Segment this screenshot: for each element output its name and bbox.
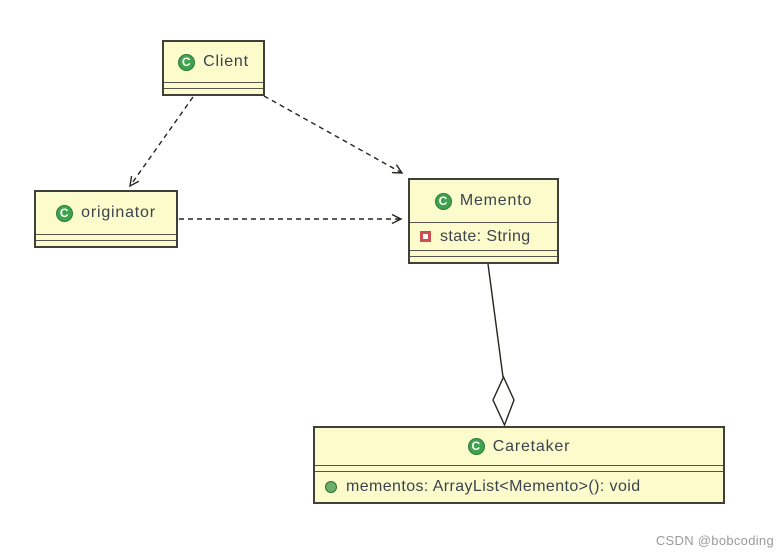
empty-methods-compartment <box>164 88 263 94</box>
empty-methods-compartment <box>36 240 176 246</box>
method-row-mementos: mementos: ArrayList<Memento>(): void <box>315 471 723 502</box>
class-title-client: C Client <box>164 42 263 82</box>
aggregation-diamond-icon <box>492 375 515 427</box>
class-box-client: C Client <box>162 40 265 96</box>
empty-fields-compartment <box>36 234 176 240</box>
field-red-square-icon <box>420 231 431 242</box>
method-label: mementos: ArrayList<Memento>(): void <box>346 478 641 495</box>
empty-methods-compartment <box>410 250 557 256</box>
field-row-state: state: String <box>410 222 557 250</box>
class-icon: C <box>434 192 452 210</box>
bottom-compartment <box>410 256 557 262</box>
class-name-label: originator <box>81 204 156 221</box>
method-green-circle-icon <box>325 481 337 493</box>
class-name-label: Client <box>203 53 249 70</box>
class-icon: C <box>178 53 196 71</box>
dependency-arrow-client-to-memento <box>263 95 402 173</box>
class-name-label: Caretaker <box>492 437 571 455</box>
class-box-originator: C originator <box>34 190 178 248</box>
class-title-originator: C originator <box>36 192 176 234</box>
class-icon: C <box>467 438 485 455</box>
class-title-memento: C Memento <box>410 180 557 222</box>
dependency-arrow-client-to-originator <box>130 96 194 186</box>
field-label: state: String <box>440 227 531 245</box>
class-name-label: Memento <box>459 192 533 209</box>
empty-fields-compartment <box>315 465 723 471</box>
class-box-memento: C Memento state: String <box>408 178 559 264</box>
class-icon: C <box>56 204 74 222</box>
aggregation-line-memento-to-caretaker <box>487 263 504 378</box>
empty-fields-compartment <box>164 82 263 88</box>
class-title-caretaker: C Caretaker <box>315 428 723 465</box>
class-box-caretaker: C Caretaker mementos: ArrayList<Memento>… <box>313 426 725 504</box>
watermark-text: CSDN @bobcoding <box>655 533 774 548</box>
